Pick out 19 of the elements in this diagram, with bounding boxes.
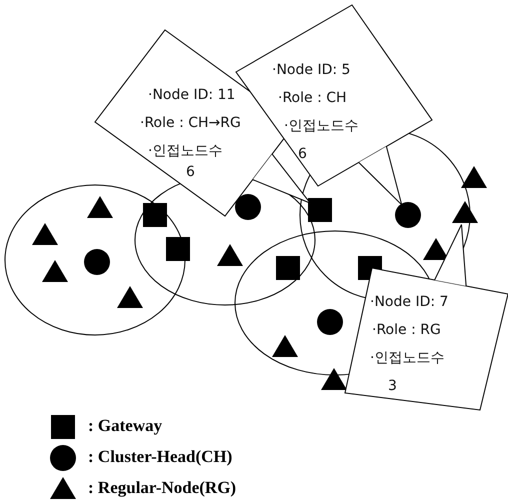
- callout-bubble: [345, 268, 508, 410]
- callout-tail: [434, 224, 467, 286]
- legend-label: : Regular-Node(RG): [88, 478, 236, 498]
- callout-text: ·Role : CH→RG: [140, 115, 241, 131]
- callout-text: ·Node ID: 7: [370, 294, 448, 310]
- callout-tail: [252, 154, 311, 204]
- callout-text: 6: [298, 146, 307, 162]
- callout-text: ·Node ID: 11: [148, 87, 236, 103]
- callout-text: 6: [186, 164, 195, 180]
- callout-text: ·Role : CH: [278, 90, 347, 106]
- callout-text: ·Node ID: 5: [272, 62, 350, 78]
- callout-text: ·인접노드수: [284, 118, 358, 134]
- callout-text: ·Role : RG: [372, 322, 441, 338]
- callout-text: ·인접노드수: [370, 350, 444, 366]
- callout-text: 3: [388, 378, 397, 394]
- legend-label: : Gateway: [88, 416, 162, 436]
- callout-text: ·인접노드수: [148, 143, 222, 159]
- legend-label: : Cluster-Head(CH): [88, 447, 232, 467]
- callout-tail: [358, 146, 402, 206]
